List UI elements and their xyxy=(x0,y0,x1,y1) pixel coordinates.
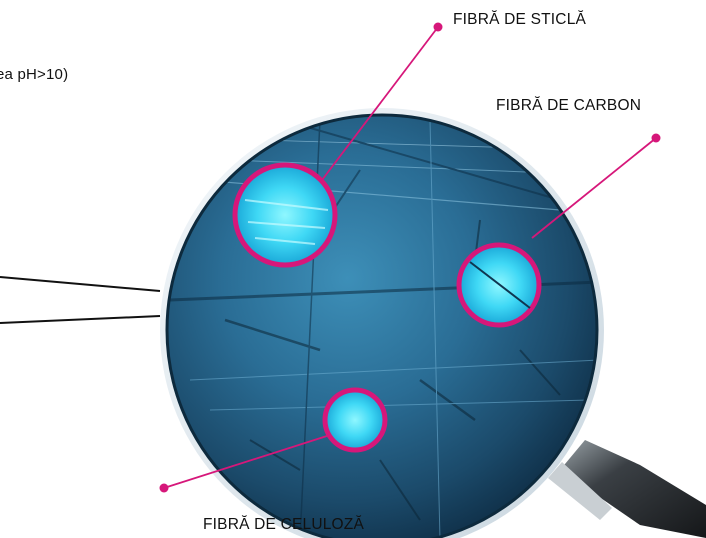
cellulose-connector-dot xyxy=(159,483,169,493)
carbon-connector-dot xyxy=(651,133,661,143)
cellulose-connector-line xyxy=(163,434,331,489)
carbon-fiber-label: FIBRĂ DE CARBON xyxy=(496,97,642,114)
carbon-connector-line xyxy=(531,137,657,239)
carbon-fiber-highlight xyxy=(456,242,542,328)
magnifying-glass-icon xyxy=(165,113,599,538)
glass-connector-dot xyxy=(433,22,443,32)
magnifier-handle xyxy=(548,440,706,538)
cellulose-fiber-label: FIBRĂ DE CELULOZĂ xyxy=(203,516,365,533)
glass-connector-line xyxy=(321,26,439,181)
pointer-line-lower xyxy=(0,315,161,324)
glass-fiber-highlight xyxy=(232,162,338,268)
glass-fiber-label: FIBRĂ DE STICLĂ xyxy=(453,11,587,28)
cellulose-fiber-highlight xyxy=(322,387,388,453)
note-text: ea pH>10) xyxy=(0,66,69,83)
pointer-line-upper xyxy=(0,276,161,292)
